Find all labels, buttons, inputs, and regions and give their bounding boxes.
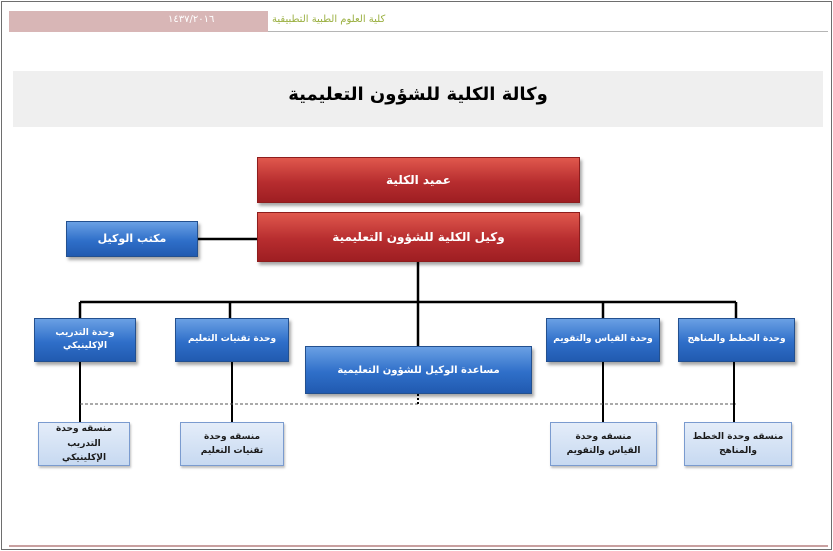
coord-clinical-box: منسقه وحدة التدريب الإكلينيكي <box>38 422 130 466</box>
title-band <box>13 71 823 127</box>
vice-office-label: مكتب الوكيل <box>97 231 167 245</box>
unit-edtech-label: وحدة تقنيات التعليم <box>187 334 277 345</box>
coord-assessment-box: منسقه وحدة القياس والتقويم <box>550 422 657 466</box>
dean-box: عميد الكلية <box>257 157 580 203</box>
unit-plans-label: وحدة الخطط والمناهج <box>687 334 786 345</box>
unit-edtech-box: وحدة تقنيات التعليم <box>175 318 289 362</box>
unit-clinical-label: وحدة التدريب الإكلينيكي <box>55 327 115 352</box>
coord-plans-box: منسقه وحدة الخطط والمناهج <box>684 422 792 466</box>
header-year: ١٤٣٧/٢٠١٦ <box>168 14 215 25</box>
header-college: كلية العلوم الطبية التطبيقية <box>272 14 386 25</box>
coord-edtech-box: منسقه وحدة تقنيات التعليم <box>180 422 284 466</box>
dean-label: عميد الكلية <box>386 173 451 187</box>
vice-dean-label: وكيل الكلية للشؤون التعليمية <box>332 230 505 244</box>
footer-line <box>9 545 828 547</box>
header-strip <box>268 11 828 32</box>
coord-plans-label: منسقه وحدة الخطط والمناهج <box>692 431 784 456</box>
page-title: وكالة الكلية للشؤون التعليمية <box>288 84 548 105</box>
coord-edtech-label: منسقه وحدة تقنيات التعليم <box>200 431 264 456</box>
unit-assessment-box: وحدة القياس والتقويم <box>546 318 660 362</box>
vice-dean-box: وكيل الكلية للشؤون التعليمية <box>257 212 580 262</box>
assistant-label: مساعدة الوكيل للشؤون التعليمية <box>337 364 500 376</box>
assistant-box: مساعدة الوكيل للشؤون التعليمية <box>305 346 532 394</box>
unit-assessment-label: وحدة القياس والتقويم <box>553 334 653 345</box>
vice-office-box: مكتب الوكيل <box>66 221 198 257</box>
unit-plans-box: وحدة الخطط والمناهج <box>678 318 795 362</box>
coord-clinical-label: منسقه وحدة التدريب الإكلينيكي <box>55 424 113 464</box>
unit-clinical-box: وحدة التدريب الإكلينيكي <box>34 318 136 362</box>
coord-assessment-label: منسقه وحدة القياس والتقويم <box>566 431 641 456</box>
